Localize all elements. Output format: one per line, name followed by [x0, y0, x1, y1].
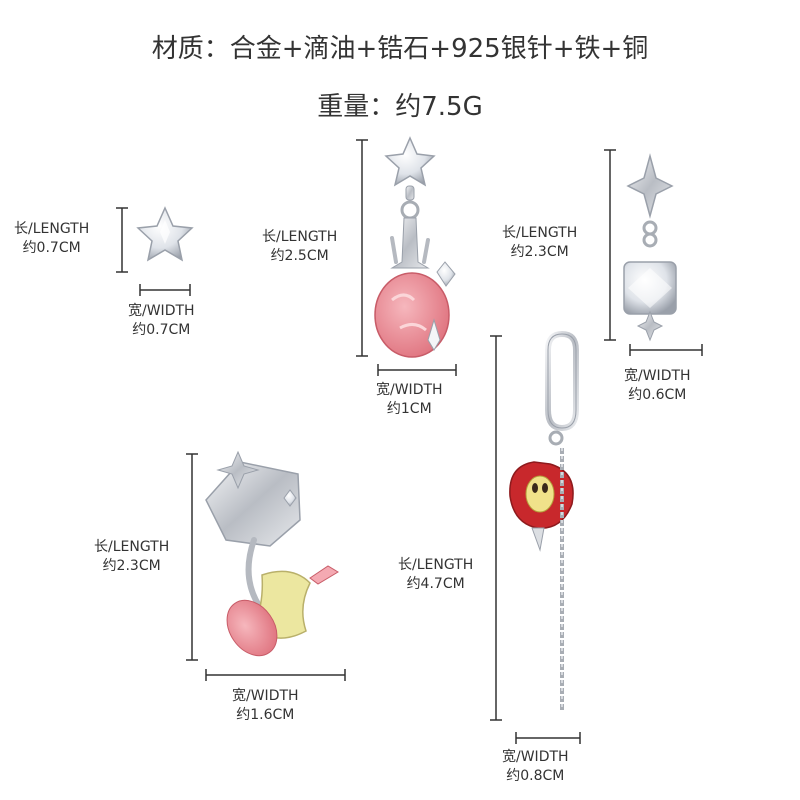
star-fork-peach-width-label: 宽/WIDTH 约1CM: [376, 381, 443, 419]
mushroom-apple-core-width-label: 宽/WIDTH 约1.6CM: [232, 687, 299, 725]
length-caption: 长/LENGTH: [398, 557, 474, 573]
width-caption: 宽/WIDTH: [624, 368, 691, 384]
width-value: 约0.7CM: [132, 322, 191, 338]
width-caption: 宽/WIDTH: [376, 382, 443, 398]
sparkle-crystal-length-label: 长/LENGTH 约2.3CM: [502, 224, 577, 262]
hoop-apple-chain-length-label: 长/LENGTH 约4.7CM: [398, 556, 473, 594]
star-stud-width-label: 宽/WIDTH 约0.7CM: [128, 302, 195, 340]
hoop-apple-chain-earring: [509, 330, 579, 712]
weight-heading: 重量：约7.5G: [317, 92, 483, 122]
length-value: 约2.3CM: [102, 558, 161, 574]
length-value: 约0.7CM: [22, 240, 81, 256]
width-caption: 宽/WIDTH: [502, 749, 569, 765]
dimension-lines: [116, 139, 703, 744]
material-heading: 材质：合金+滴油+锆石+925银针+铁+铜: [151, 34, 649, 64]
length-value: 约4.7CM: [406, 576, 465, 592]
width-value: 约1CM: [386, 401, 432, 417]
sparkle-crystal-earring: [623, 153, 677, 342]
width-caption: 宽/WIDTH: [232, 688, 299, 704]
length-value: 约2.3CM: [510, 244, 569, 260]
width-caption: 宽/WIDTH: [128, 303, 195, 319]
length-value: 约2.5CM: [270, 248, 329, 264]
length-caption: 长/LENGTH: [262, 229, 338, 245]
hoop-apple-chain-width-label: 宽/WIDTH 约0.8CM: [502, 748, 569, 786]
star-fork-peach-earring: [374, 136, 456, 358]
length-caption: 长/LENGTH: [94, 539, 170, 555]
mushroom-apple-core-length-label: 长/LENGTH 约2.3CM: [94, 538, 169, 576]
length-caption: 长/LENGTH: [502, 225, 578, 241]
width-value: 约1.6CM: [236, 707, 295, 723]
star-stud-length-label: 长/LENGTH 约0.7CM: [14, 220, 89, 258]
star-stud-earring: [136, 206, 194, 262]
width-value: 约0.6CM: [628, 387, 687, 403]
sparkle-crystal-width-label: 宽/WIDTH 约0.6CM: [624, 367, 691, 405]
star-fork-peach-length-label: 长/LENGTH 约2.5CM: [262, 228, 337, 266]
width-value: 约0.8CM: [506, 768, 565, 784]
length-caption: 长/LENGTH: [14, 221, 90, 237]
mushroom-apple-core-earring: [205, 450, 339, 657]
